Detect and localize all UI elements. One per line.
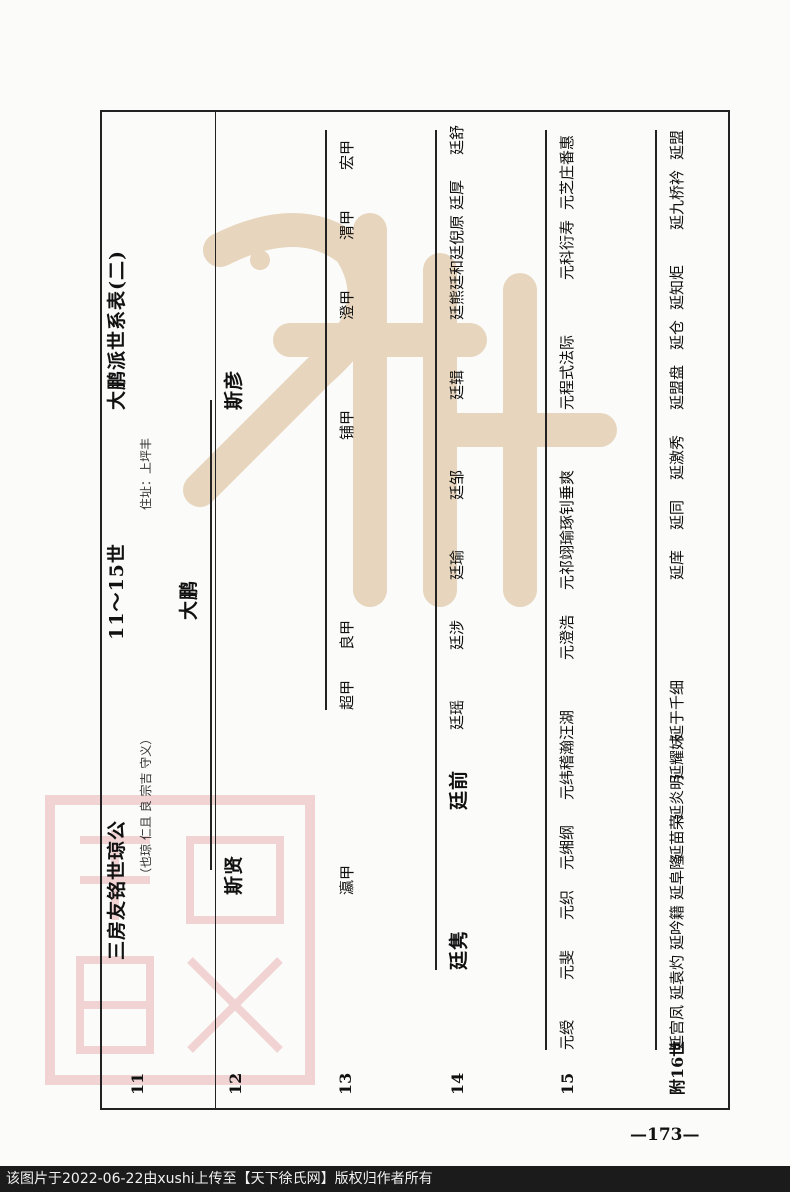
person-g15: 元程式法际 [558,334,576,410]
connector-line [325,130,327,710]
connector-line [435,130,437,970]
person-g15: 元祁翊瑜琢钊垂爽 [558,469,576,590]
generation-label: 13 [336,1072,355,1095]
person-g16: 延宫凤 [668,1004,686,1050]
person-weijia: 渭甲 [338,209,356,240]
person-yanji: 廷辑 [448,369,466,400]
person-pujia: 铺甲 [338,409,356,440]
person-siyan: 斯彦 [223,369,245,410]
person-hongjia: 宏甲 [338,139,356,170]
footer-text: 该图片于2022-06-22由xushi上传至【天下徐氏网】版权归作者所有 [6,1171,433,1187]
person-g15: 元绶 [558,1019,576,1050]
person-g15: 元纬稽瀚汪湖 [558,709,576,800]
residence-note: 住址：上坪丰 [139,437,153,510]
person-yanyu: 廷瑜 [448,549,466,580]
person-g16: 延同 [668,499,686,530]
generation-label: 14 [448,1072,467,1095]
upload-footer-banner: 该图片于2022-06-22由xushi上传至【天下徐氏网】版权归作者所有 [0,1166,790,1192]
person-yanqian: 廷前 [448,769,470,810]
person-g16: 延炎明 [668,774,686,820]
person-g15: 元织 [558,889,576,920]
connector-line [210,400,212,870]
person-g16: 延盟 [668,129,686,160]
person-yanyao: 廷瑶 [448,699,466,730]
person-g16: 延于千细 [668,679,686,740]
person-yingjia: 瀛甲 [338,864,356,895]
person-yanshe: 廷涉 [448,619,466,650]
person-g16: 延九桥衿 [668,169,686,230]
person-g16: 延庠 [668,549,686,580]
connector-line [655,130,657,1050]
person-yanzou: 廷邹 [448,469,466,500]
row-divider [215,110,216,1110]
page-title: 大鹏派世系表(二) [106,250,128,410]
person-g15: 元缃纲 [558,824,576,870]
person-g15: 元斐 [558,949,576,980]
page-number: —173— [630,1125,700,1145]
person-yanjiu: 廷隽 [448,929,470,970]
generation-label: 15 [558,1072,577,1095]
branch-title: 三房友铭世琼公 [106,819,128,960]
person-g16: 延知炬 [668,264,686,310]
person-g15: 元芝庄番惠 [558,134,576,210]
person-g16: 延袁灼 [668,954,686,1000]
person-g16: 延盟盘 [668,364,686,410]
genealogy-table: 三房友铭世琼公 11～15世 大鹏派世系表(二) 住址：上坪丰 （也琼 仁且 良… [100,110,740,1110]
person-dengjia: 澄甲 [338,289,356,320]
person-dapeng: 大鹏 [178,579,200,620]
person-yanshu: 廷舒 [448,124,466,155]
person-yanhe: 廷和 [448,259,466,290]
person-yanniyuan: 廷倪原 [448,214,466,260]
person-liangjia: 良甲 [338,619,356,650]
person-g16: 延阜隆 [668,854,686,900]
person-g16: 延吟籍 [668,904,686,950]
person-g16: 延苗荣 [668,814,686,860]
person-g16: 延仓 [668,319,686,350]
person-sixian: 斯贤 [223,854,245,895]
generation-label: 11 [128,1072,147,1095]
person-g15: 元澄浩 [558,614,576,660]
generation-label: 12 [226,1072,245,1095]
connector-line [545,130,547,1050]
generation-range: 11～15世 [106,543,128,640]
person-g16: 延耀妹 [668,734,686,780]
person-yanhou: 廷厚 [448,179,466,210]
person-g15: 元科衍寿 [558,219,576,280]
person-yanxiong: 廷熊 [448,289,466,320]
person-g16: 延激秀 [668,434,686,480]
person-chaojia: 超甲 [338,679,356,710]
also-line-note: （也琼 仁且 良 宗吉 守义） [139,732,153,880]
